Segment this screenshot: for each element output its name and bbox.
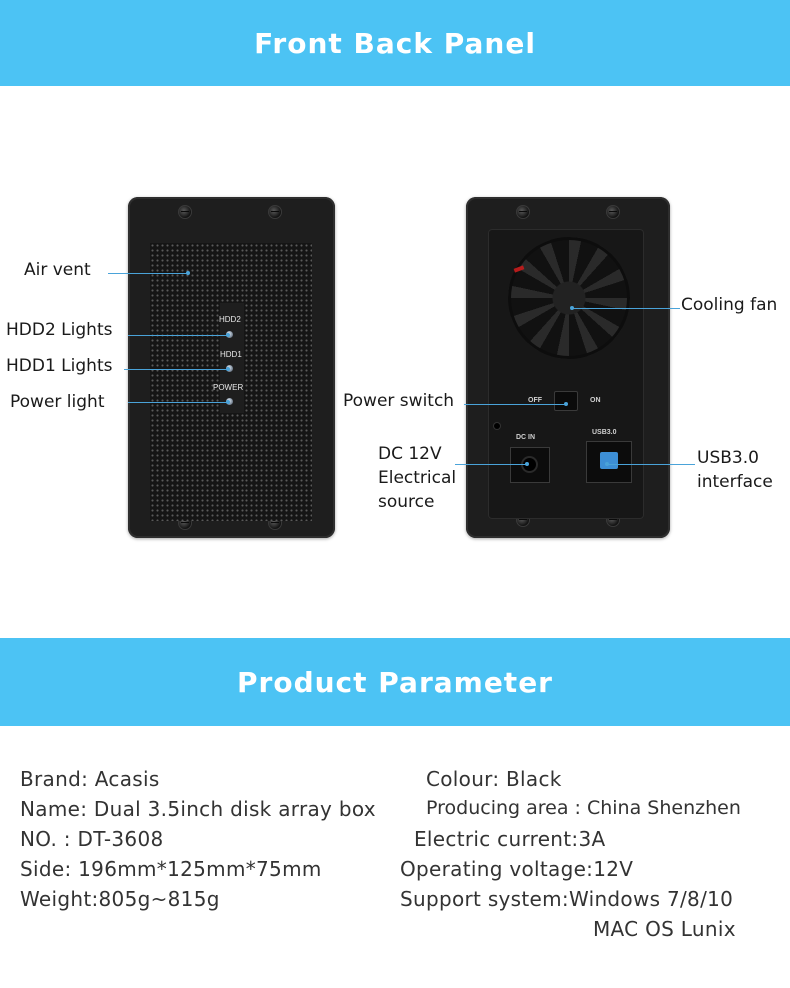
screw-icon	[516, 205, 530, 219]
hdd2-leader	[128, 335, 228, 336]
power-switch-leader	[464, 404, 566, 405]
power-switch-dot	[564, 402, 568, 406]
usb-label: USB3.0	[592, 429, 617, 436]
off-label: OFF	[528, 397, 542, 404]
cooling-fan-dot	[570, 306, 574, 310]
air-vent-grille	[220, 243, 244, 303]
cooling-fan-callout: Cooling fan	[681, 295, 778, 315]
power-light-leader	[128, 402, 228, 403]
hdd2-led-label: HDD2	[219, 315, 241, 324]
cooling-fan-icon	[508, 237, 630, 359]
hdd1-led-label: HDD1	[220, 350, 242, 359]
usb-interface-leader	[607, 464, 695, 465]
product-parameter-banner: Product Parameter	[0, 638, 790, 726]
air-vent-grille	[150, 243, 220, 521]
param-support-system-2: MAC OS Lunix	[593, 917, 736, 941]
cooling-fan-leader	[572, 308, 680, 309]
power-led-label: POWER	[213, 383, 244, 392]
back-inner-panel: OFF ON DC IN USB3.0	[488, 229, 644, 519]
power-switch	[554, 391, 578, 411]
on-label: ON	[590, 397, 601, 404]
air-vent-leader	[108, 273, 188, 274]
banner-title: Front Back Panel	[254, 26, 536, 60]
param-side: Side: 196mm*125mm*75mm	[20, 857, 322, 881]
air-vent-dot	[186, 271, 190, 275]
param-weight: Weight:805g~815g	[20, 887, 220, 911]
usb-interface-callout-2: interface	[697, 472, 773, 492]
usb3-port	[586, 441, 632, 483]
param-electric-current: Electric current:3A	[414, 827, 606, 851]
param-support-system: Support system:Windows 7/8/10	[400, 887, 734, 911]
hdd1-lights-callout: HDD1 Lights	[6, 356, 113, 376]
param-name: Name: Dual 3.5inch disk array box	[20, 797, 376, 821]
dc-source-dot	[525, 462, 529, 466]
hdd2-dot	[226, 333, 230, 337]
air-vent-callout: Air vent	[24, 260, 91, 280]
reset-hole	[494, 423, 500, 429]
param-operating-voltage: Operating voltage:12V	[400, 857, 634, 881]
param-colour: Colour: Black	[426, 767, 562, 791]
dc-source-callout-3: source	[378, 492, 435, 512]
dc-source-callout-1: DC 12V	[378, 444, 442, 464]
air-vent-grille	[220, 413, 244, 521]
dc-in-jack	[510, 447, 550, 483]
front-back-panel-banner: Front Back Panel	[0, 0, 790, 86]
back-panel-image: OFF ON DC IN USB3.0	[466, 197, 670, 538]
usb-interface-callout-1: USB3.0	[697, 448, 759, 468]
hdd1-dot	[226, 367, 230, 371]
power-light-callout: Power light	[10, 392, 105, 412]
param-producing-area: Producing area : China Shenzhen	[426, 797, 741, 819]
hdd1-leader	[124, 369, 228, 370]
dc-source-leader	[455, 464, 527, 465]
dc-in-label: DC IN	[516, 434, 536, 441]
power-switch-callout: Power switch	[343, 391, 455, 411]
dc-source-callout-2: Electrical	[378, 468, 457, 488]
hdd2-lights-callout: HDD2 Lights	[6, 320, 113, 340]
front-panel-image: HDD2 HDD1 POWER	[128, 197, 335, 538]
screw-icon	[606, 205, 620, 219]
screw-icon	[178, 205, 192, 219]
power-light-dot	[226, 400, 230, 404]
usb-interface-dot	[605, 462, 609, 466]
screw-icon	[268, 205, 282, 219]
param-brand: Brand: Acasis	[20, 767, 160, 791]
param-no: NO. : DT-3608	[20, 827, 164, 851]
air-vent-grille	[244, 243, 312, 521]
banner-title: Product Parameter	[237, 665, 553, 699]
